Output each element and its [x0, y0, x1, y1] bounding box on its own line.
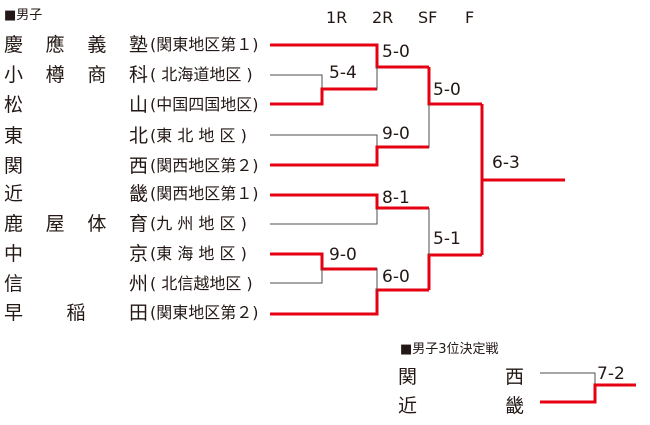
team-region: (関西地区第２): [150, 156, 259, 175]
team-name: 慶應義塾: [4, 32, 148, 58]
round-header-sf: SF: [418, 8, 438, 27]
team-name-char: 山: [128, 94, 148, 116]
bracket-line-qf2-winner: [270, 145, 429, 167]
bracket-line-r1-top-loser: [270, 74, 323, 90]
score-qf-3: 8-1: [382, 188, 410, 208]
team-name: 中京: [4, 241, 148, 267]
score-sf-bottom: 5-1: [433, 229, 461, 249]
team-row: 慶應義塾(関東地区第１): [0, 32, 272, 58]
team-name: 信州: [4, 271, 148, 297]
bracket-line-qf3-winner: [270, 193, 429, 210]
team-name: 早稲田: [4, 300, 148, 326]
third-place-title: ■男子3位決定戦: [400, 342, 499, 357]
team-name-char: 塾: [128, 34, 148, 56]
team-row: 東北(東 北 地 区 ): [0, 123, 272, 149]
team-row: 信州( 北信越地区 ): [0, 271, 272, 297]
team-name-char: 東: [4, 125, 24, 147]
team-row: 小樽商科( 北海道地区 ): [0, 62, 272, 88]
team-name-char: 小: [4, 64, 24, 86]
bracket-line-third-loser: [540, 372, 596, 384]
team-name-char: 應: [45, 34, 65, 56]
team-name-char: 松: [4, 94, 24, 116]
third-place-team-char: 畿: [504, 395, 524, 417]
bracket-line-r1-bottom-loser: [270, 268, 323, 284]
bracket-line-third-winner: [540, 383, 636, 404]
third-place-team-char: 関: [398, 366, 418, 388]
team-region: (中国四国地区): [150, 95, 259, 114]
team-name: 小樽商科: [4, 62, 148, 88]
team-name-char: 畿: [128, 183, 148, 205]
team-name: 東北: [4, 123, 148, 149]
score-final: 6-3: [492, 153, 520, 173]
team-name-char: 樽: [45, 64, 65, 86]
team-region: (関東地区第１): [150, 35, 259, 54]
team-name-char: 屋: [45, 213, 65, 235]
third-place-team: 関西: [398, 364, 524, 390]
score-third-place: 7-2: [597, 364, 625, 384]
round-header-2r: 2R: [372, 8, 394, 27]
team-region: (関西地区第１): [150, 184, 259, 203]
score-qf-1: 5-0: [382, 42, 410, 62]
bracket-line-r1-bottom-winner: [270, 252, 377, 271]
team-name-char: 州: [128, 273, 148, 295]
team-name: 松山: [4, 92, 148, 118]
team-row: 早 稲 田(関東地区第２): [0, 300, 272, 326]
team-row: 関西(関西地区第２): [0, 153, 272, 179]
score-r1-top: 5-4: [329, 63, 357, 83]
team-region: (関東地区第２): [150, 303, 259, 322]
team-region: (東 海 地 区 ): [150, 244, 247, 263]
bracket-line-qf4-winner: [270, 288, 429, 316]
third-place-team-char: 近: [398, 395, 418, 417]
team-region: ( 北海道地区 ): [150, 65, 253, 84]
team-region: (東 北 地 区 ): [150, 126, 247, 145]
team-name-char: 近: [4, 183, 24, 205]
team-name-char: 義: [87, 34, 107, 56]
bracket-line-sf-bottom-winner: [427, 253, 482, 290]
bracket-line-qf2-loser: [270, 134, 378, 148]
team-name: 関西: [4, 153, 148, 179]
team-name-char: 田: [128, 302, 148, 324]
team-row: 中京(東 海 地 区 ): [0, 241, 272, 267]
bracket-line-r1-top-winner: [270, 87, 377, 106]
team-name-char: 商: [87, 64, 107, 86]
score-qf-4: 6-0: [382, 267, 410, 287]
score-sf-top: 5-0: [433, 80, 461, 100]
team-name-char: 中: [4, 243, 24, 265]
third-place-team-char: 西: [504, 366, 524, 388]
team-name: 近畿: [4, 181, 148, 207]
round-header-1r: 1R: [326, 8, 348, 27]
bracket-line-qf3-loser: [270, 209, 378, 225]
team-name-char: 科: [128, 64, 148, 86]
team-name-char: 体: [87, 213, 107, 235]
team-region: ( 北信越地区 ): [150, 274, 253, 293]
score-r1-bottom: 9-0: [329, 245, 357, 265]
team-row: 鹿屋体育(九 州 地 区 ): [0, 211, 272, 237]
team-name-char: 早: [4, 302, 24, 324]
score-qf-2: 9-0: [382, 124, 410, 144]
bracket-line-qf1-winner: [270, 43, 429, 69]
team-row: 松山(中国四国地区): [0, 92, 272, 118]
team-name-char: 信: [4, 273, 24, 295]
team-region: (九 州 地 区 ): [150, 214, 247, 233]
team-name-char: 北: [128, 125, 148, 147]
third-place-team: 近畿: [398, 393, 524, 419]
round-header-f: F: [465, 8, 475, 27]
team-name-char: 関: [4, 155, 24, 177]
team-row: 近畿(関西地区第１): [0, 181, 272, 207]
section-title: ■男子: [4, 8, 43, 23]
team-name-char: 稲: [66, 302, 86, 324]
team-name-char: 慶: [4, 34, 24, 56]
team-name-char: 育: [128, 213, 148, 235]
team-name: 鹿屋体育: [4, 211, 148, 237]
team-name-char: 西: [128, 155, 148, 177]
team-name-char: 京: [128, 243, 148, 265]
team-name-char: 鹿: [4, 213, 24, 235]
